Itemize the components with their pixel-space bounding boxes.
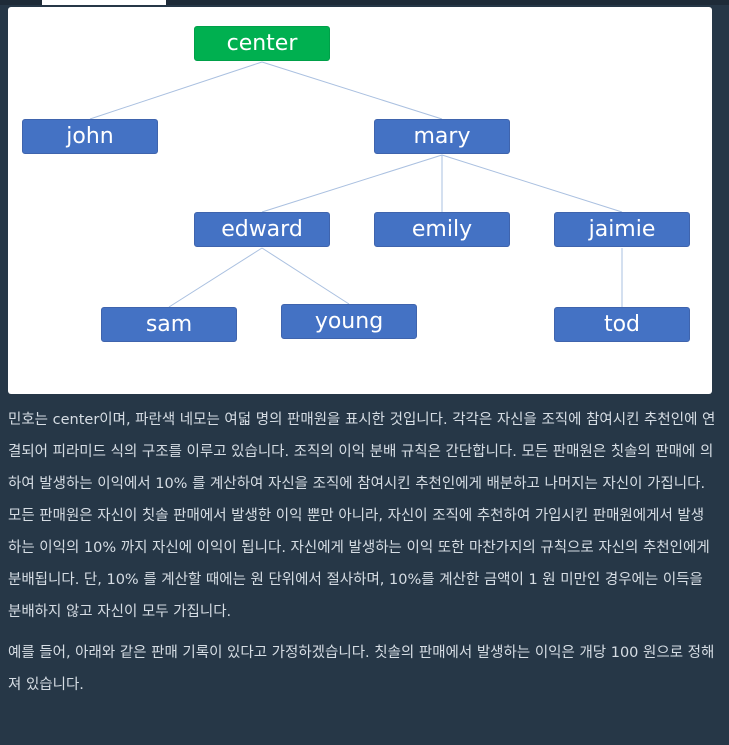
node-edward: edward — [194, 212, 330, 247]
edge-edward-sam — [168, 247, 263, 308]
node-center: center — [194, 26, 330, 61]
diagram-edges — [89, 61, 623, 308]
paragraph-example: 예를 들어, 아래와 같은 판매 기록이 있다고 가정하겠습니다. 칫솔의 판매… — [8, 645, 715, 693]
description: 민호는 center이며, 파란색 네모는 여덟 명의 판매원을 표시한 것입니… — [8, 404, 716, 710]
node-emily: emily — [374, 212, 510, 247]
node-mary: mary — [374, 119, 510, 154]
edge-edward-young — [261, 247, 350, 305]
top-tab — [42, 0, 166, 5]
edge-center-john — [89, 61, 263, 120]
node-tod: tod — [554, 307, 690, 342]
edge-mary-edward — [261, 154, 443, 213]
node-sam: sam — [101, 307, 237, 342]
node-young: young — [281, 304, 417, 339]
node-john: john — [22, 119, 158, 154]
edge-center-mary — [261, 61, 443, 120]
top-strip — [0, 0, 729, 5]
node-jaimie: jaimie — [554, 212, 690, 247]
edge-mary-jaimie — [441, 154, 623, 213]
org-diagram: center john mary edward emily jaimie sam… — [8, 7, 712, 394]
paragraph-rules: 민호는 center이며, 파란색 네모는 여덟 명의 판매원을 표시한 것입니… — [8, 412, 716, 620]
